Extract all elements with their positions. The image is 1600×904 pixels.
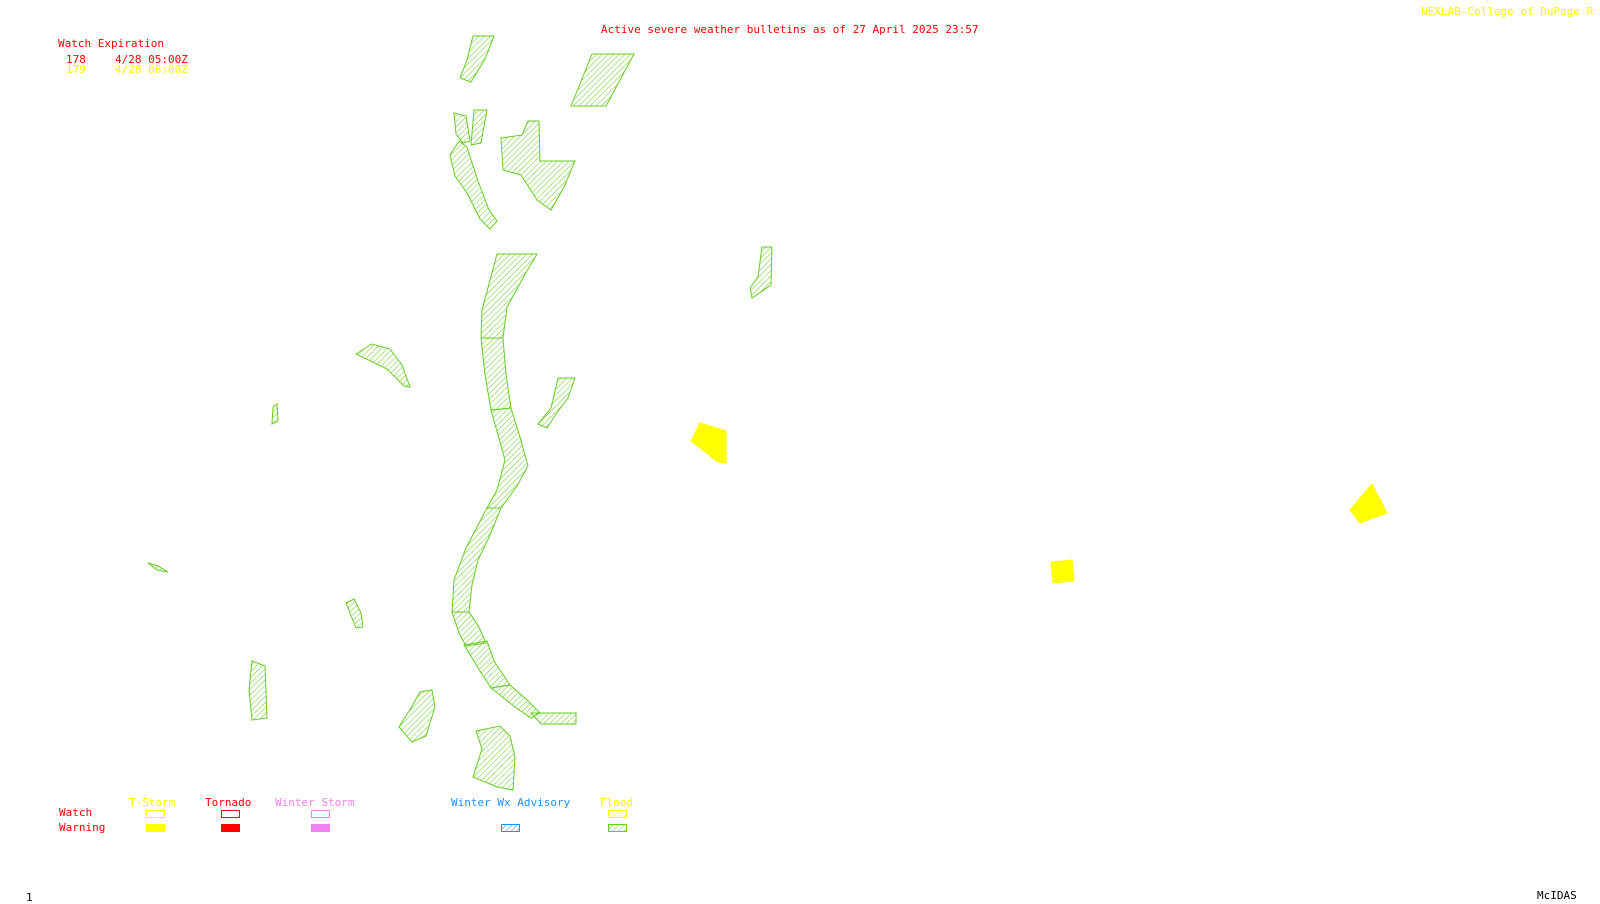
flood-warning-polygon xyxy=(147,562,169,573)
flood-warning-polygon xyxy=(449,140,498,230)
source-credit: NEXLAB-College of DuPage R xyxy=(1421,5,1594,18)
flood-warning-polygon xyxy=(529,712,577,725)
tstorm-warning-polygons xyxy=(690,422,1388,584)
flood-warning-polygon xyxy=(486,407,529,509)
flood-warning-polygon xyxy=(480,337,512,411)
legend-tornado-watch-swatch xyxy=(221,810,240,818)
legend-row-watch: Watch xyxy=(59,806,93,819)
watch-id-179: 179 xyxy=(66,63,86,76)
legend-label-tornado: Tornado xyxy=(205,796,252,809)
bulletin-title: Active severe weather bulletins as of 27… xyxy=(601,23,979,36)
legend-winter-wx-advisory-swatch xyxy=(501,824,520,832)
flood-warning-polygon xyxy=(463,640,511,689)
flood-warning-polygon xyxy=(248,660,268,721)
flood-warning-polygon xyxy=(453,112,471,144)
flood-warning-polygon xyxy=(398,689,436,743)
legend-tstorm-warning-swatch xyxy=(146,824,165,832)
flood-warning-polygon xyxy=(459,35,495,83)
tstorm-warning-polygon xyxy=(1050,559,1075,584)
tstorm-warning-polygon xyxy=(1349,483,1388,524)
legend-row-warning: Warning xyxy=(59,821,106,834)
legend-label-winter-wx-advisory: Winter Wx Advisory xyxy=(451,796,571,809)
frame-number: 1 xyxy=(26,891,33,904)
flood-warning-polygon xyxy=(570,53,635,107)
legend-winter-storm-warning-swatch xyxy=(311,824,330,832)
flood-warning-polygon xyxy=(354,343,411,388)
flood-warning-polygon xyxy=(500,120,576,211)
flood-warning-polygons xyxy=(147,35,773,791)
flood-warning-polygon xyxy=(749,246,773,299)
legend-flood-watch-swatch xyxy=(608,810,627,818)
software-label: McIDAS xyxy=(1537,889,1577,902)
legend-winter-storm-watch-swatch xyxy=(311,810,330,818)
watch-expiration-heading: Watch Expiration xyxy=(58,37,164,50)
watch-id-178: 178 xyxy=(66,53,86,66)
flood-warning-polygon xyxy=(472,725,516,791)
flood-warning-polygon xyxy=(451,507,502,613)
flood-warning-polygon xyxy=(451,611,487,647)
legend-tornado-warning-swatch xyxy=(221,824,240,832)
legend-label-tstorm: T-Storm xyxy=(129,796,176,809)
flood-warning-polygon xyxy=(271,403,279,425)
legend-label-winter-storm: Winter Storm xyxy=(275,796,355,809)
legend-label-flood: Flood xyxy=(600,796,634,809)
watch-expiration-time-179: 4/28 06:00Z xyxy=(115,63,188,76)
flood-warning-polygon xyxy=(480,253,538,339)
flood-warning-polygon xyxy=(345,598,364,629)
tstorm-warning-polygon xyxy=(690,422,727,464)
legend-tstorm-watch-swatch xyxy=(146,810,165,818)
flood-warning-polygon xyxy=(537,377,576,429)
watch-expiration-time-178: 4/28 05:00Z xyxy=(115,53,188,66)
legend-flood-warning-swatch xyxy=(608,824,627,832)
flood-warning-polygon xyxy=(470,109,488,146)
